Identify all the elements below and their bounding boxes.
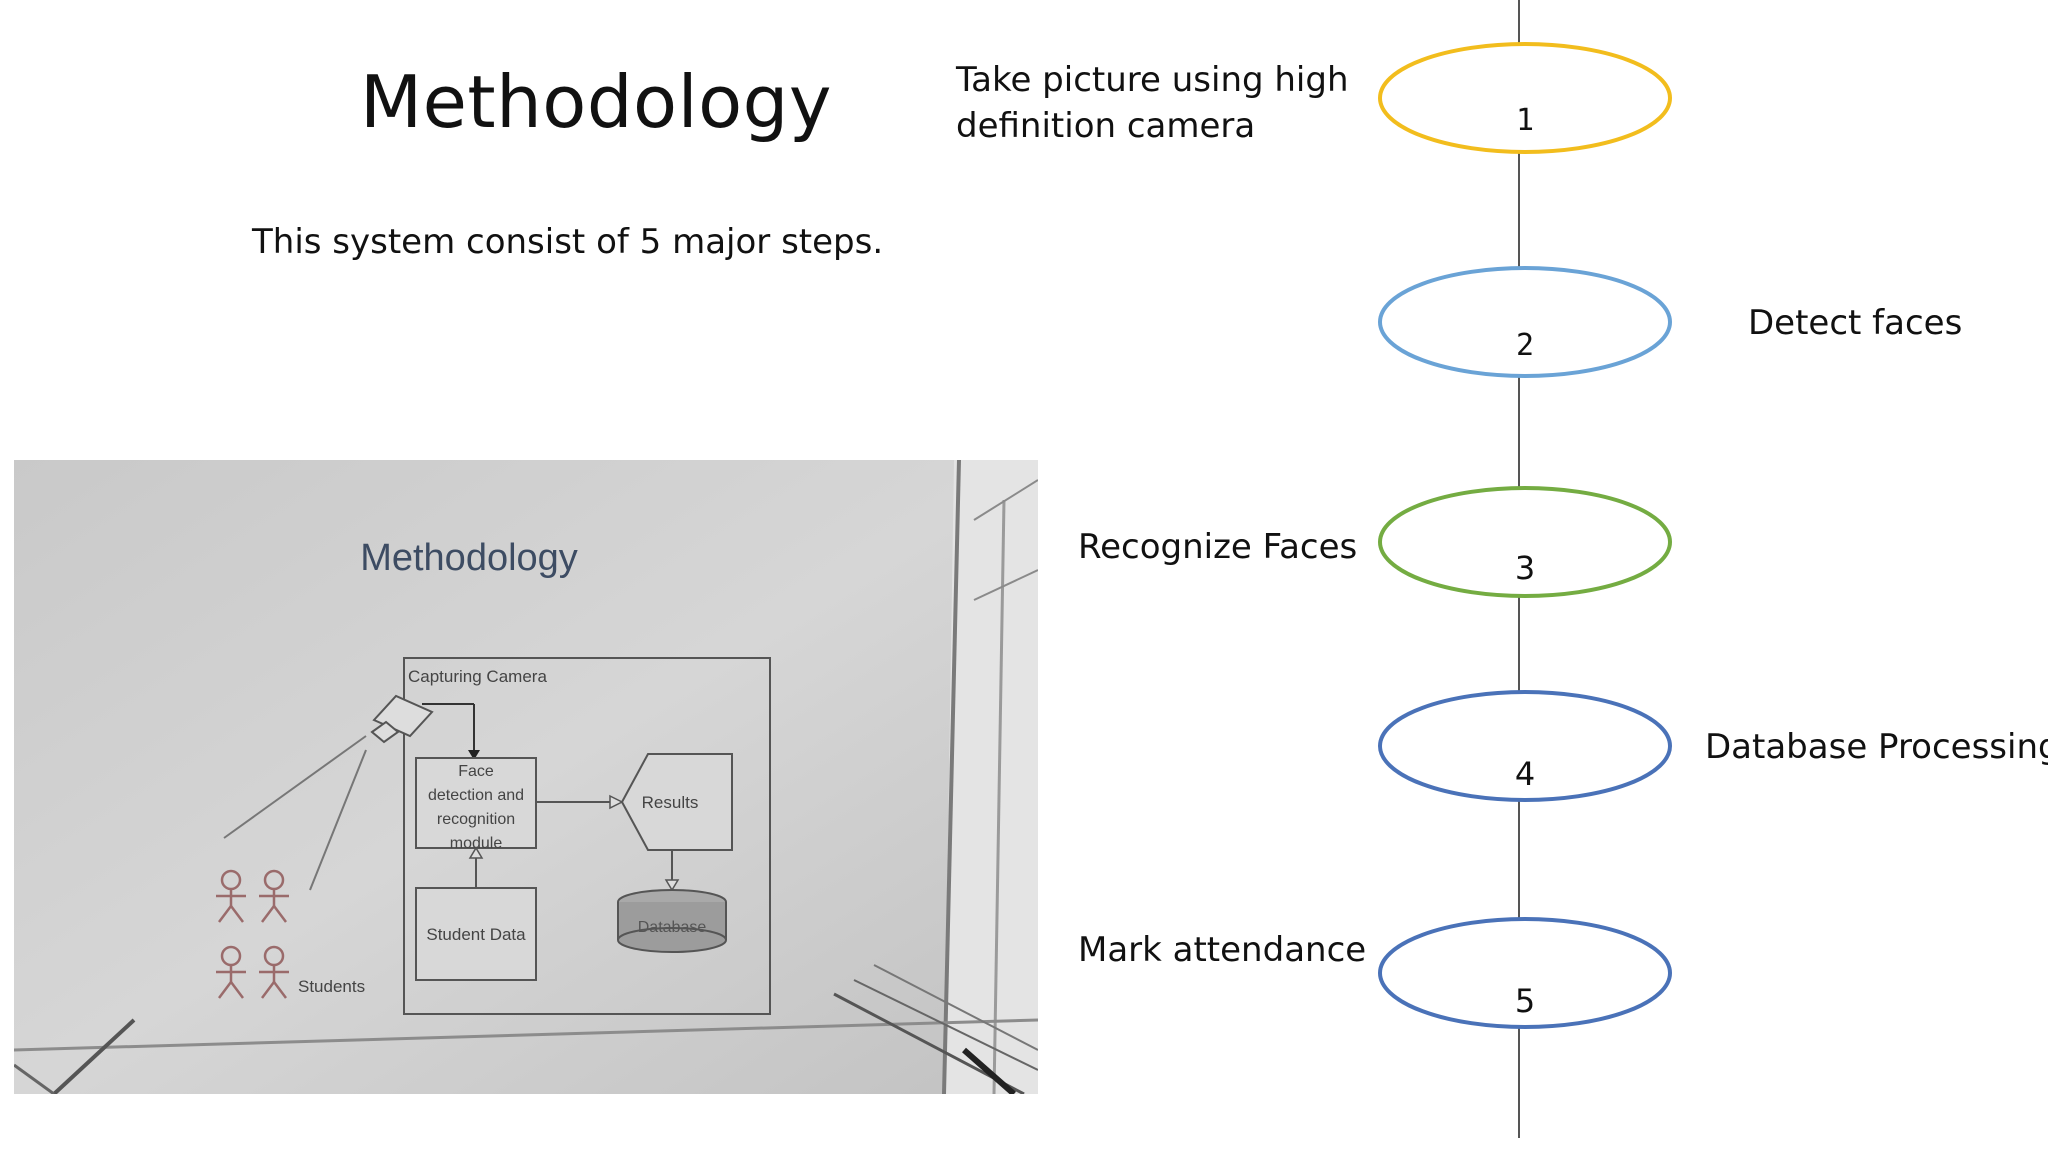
step-1-number: 1 — [1516, 103, 1534, 138]
step-2-number: 2 — [1516, 328, 1534, 363]
step-3-label: Recognize Faces — [1078, 524, 1357, 570]
step-5-label-line-1: Mark attendance — [1078, 930, 1367, 970]
methodology-photo: Methodology Capturing Camera Face detect… — [14, 460, 1038, 1094]
step-2-ellipse — [1378, 266, 1672, 378]
slide-subtitle: This system consist of 5 major steps. — [252, 222, 884, 262]
step-4-ellipse — [1378, 690, 1672, 802]
photo-label-students: Students — [298, 977, 365, 996]
step-1-ellipse — [1378, 42, 1672, 154]
step-3-number: 3 — [1515, 549, 1535, 587]
photo-label-face-1: Face — [458, 763, 494, 780]
photo-label-results: Results — [642, 793, 699, 812]
step-3-label-line-1: Recognize Faces — [1078, 527, 1358, 567]
step-5-ellipse — [1378, 917, 1672, 1029]
photo-label-face-2: detection and — [428, 787, 524, 804]
photo-label-camera: Capturing Camera — [408, 667, 547, 686]
step-4-label-line-1: Database Processing — [1705, 727, 2048, 767]
slide-title: Methodology — [360, 60, 832, 144]
methodology-photo-image: Methodology Capturing Camera Face detect… — [14, 460, 1038, 1094]
photo-label-face-3: recognition — [437, 811, 515, 828]
step-1-label-line-1: Take picture using high — [956, 60, 1349, 100]
step-4-label: Database Processing — [1705, 724, 2048, 770]
step-2-label: Detect faces — [1748, 300, 1962, 346]
step-1-label-line-2: definition camera — [956, 106, 1256, 146]
step-5-label: Mark attendance — [1078, 927, 1366, 973]
photo-label-database: Database — [638, 919, 707, 936]
step-3-ellipse — [1378, 486, 1672, 598]
photo-label-face-4: module — [450, 835, 503, 852]
step-2-label-line-1: Detect faces — [1748, 303, 1963, 343]
photo-label-student-data: Student Data — [426, 925, 526, 944]
step-1-label: Take picture using high definition camer… — [956, 57, 1349, 149]
step-4-number: 4 — [1515, 755, 1535, 793]
step-5-number: 5 — [1515, 982, 1535, 1020]
photo-title: Methodology — [360, 537, 578, 579]
